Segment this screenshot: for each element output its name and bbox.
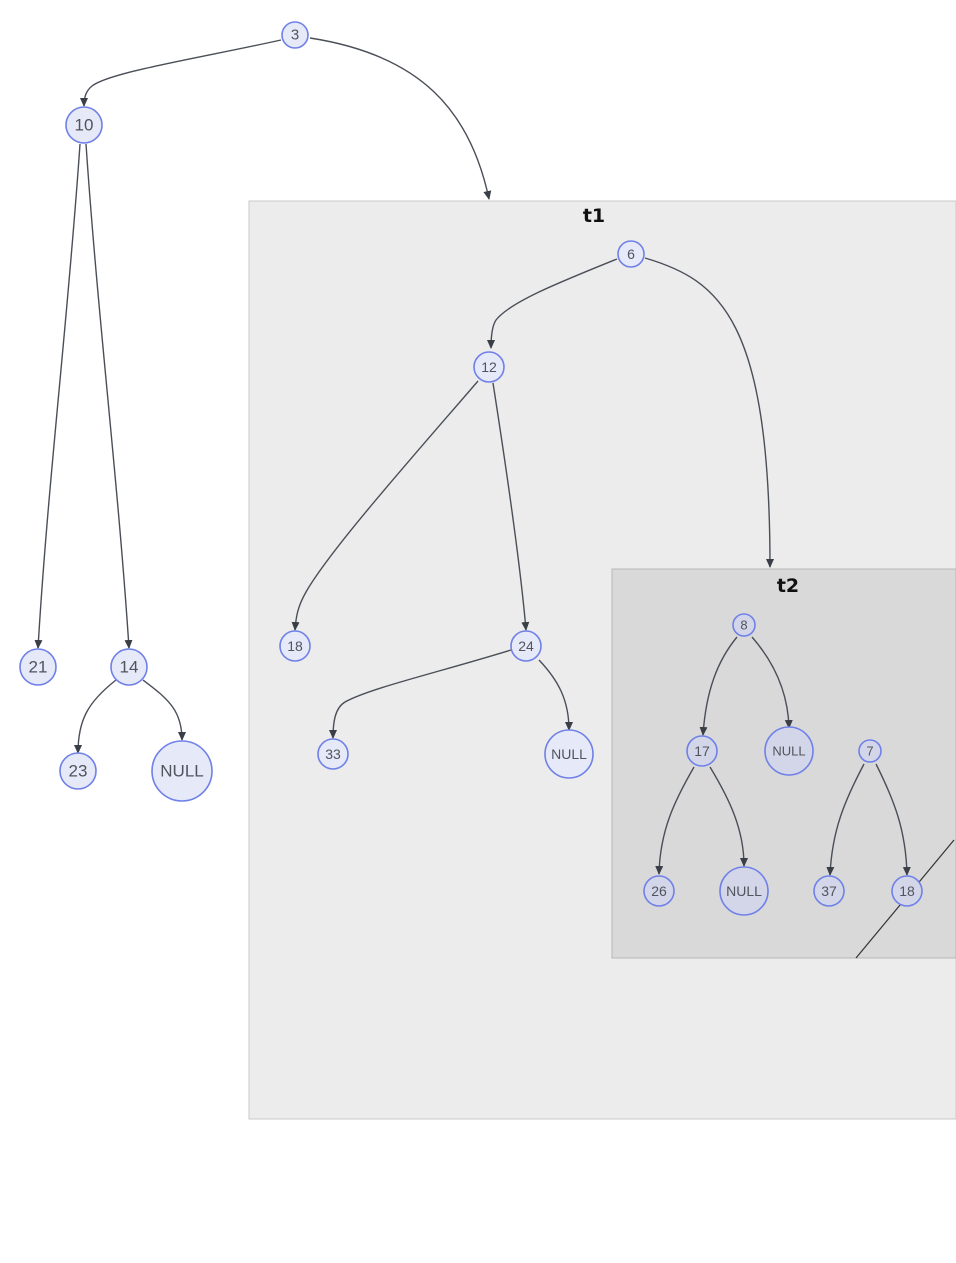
node-3-label: 3 <box>291 27 299 44</box>
node-18-b: 18 <box>891 875 923 907</box>
edge-17-null <box>709 766 748 867</box>
edge-7-18 <box>875 763 911 876</box>
node-7-label: 7 <box>866 744 873 759</box>
node-null-2-label: NULL <box>551 746 587 762</box>
edge-12-24 <box>492 382 530 631</box>
edge-24-null <box>538 659 573 731</box>
node-null-4-label: NULL <box>726 883 762 899</box>
node-12: 12 <box>473 351 505 383</box>
node-18-a: 18 <box>279 630 311 662</box>
cluster-t1-label: t1 <box>583 205 605 227</box>
node-10-label: 10 <box>75 116 94 135</box>
cluster-t2-label: t2 <box>777 575 799 597</box>
node-null-3: NULL <box>764 726 814 776</box>
edge-6-t2 <box>644 257 774 568</box>
node-23: 23 <box>59 752 97 790</box>
edge-7-37 <box>826 763 865 876</box>
node-24: 24 <box>510 630 542 662</box>
node-21-label: 21 <box>29 658 48 677</box>
node-null-3-label: NULL <box>772 744 805 759</box>
edge-10-21 <box>34 143 81 649</box>
edge-10-14 <box>85 143 133 649</box>
node-6-label: 6 <box>627 246 635 262</box>
node-33-label: 33 <box>325 746 341 762</box>
node-10: 10 <box>65 106 103 144</box>
node-6: 6 <box>617 240 645 268</box>
edge-17-26 <box>655 766 695 875</box>
node-18-b-label: 18 <box>899 883 915 899</box>
edge-12-18 <box>291 380 479 631</box>
node-37: 37 <box>813 875 845 907</box>
node-null-2: NULL <box>544 729 594 779</box>
edge-3-10 <box>80 39 282 107</box>
node-17: 17 <box>686 735 718 767</box>
node-33: 33 <box>317 738 349 770</box>
edge-3-t1 <box>309 37 492 200</box>
node-17-label: 17 <box>694 743 710 759</box>
node-18-a-label: 18 <box>287 638 303 654</box>
node-8: 8 <box>732 613 756 637</box>
node-26-label: 26 <box>651 883 667 899</box>
node-null-1: NULL <box>151 740 213 802</box>
edges <box>34 37 955 959</box>
node-21: 21 <box>19 648 57 686</box>
node-7: 7 <box>858 739 882 763</box>
nodes: 3 10 21 14 23 NULL 6 12 <box>19 21 923 916</box>
node-8-label: 8 <box>740 618 747 633</box>
node-14-label: 14 <box>120 658 139 677</box>
edge-24-33 <box>329 649 512 739</box>
edge-6-12 <box>487 258 618 349</box>
node-3: 3 <box>281 21 309 49</box>
node-null-4: NULL <box>719 866 769 916</box>
node-14: 14 <box>110 648 148 686</box>
edge-14-null <box>142 679 186 741</box>
node-23-label: 23 <box>69 762 88 781</box>
node-24-label: 24 <box>518 638 534 654</box>
node-26: 26 <box>643 875 675 907</box>
node-37-label: 37 <box>821 883 837 899</box>
edge-8-17 <box>699 636 738 736</box>
node-null-1-label: NULL <box>160 762 203 781</box>
node-12-label: 12 <box>481 359 497 375</box>
edge-14-23 <box>74 679 117 754</box>
edge-8-null <box>751 636 793 729</box>
